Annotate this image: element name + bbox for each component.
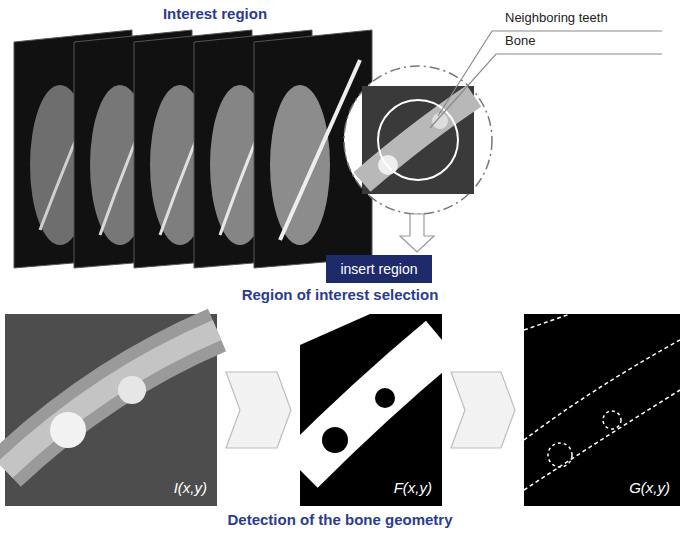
ct-slice-stack — [14, 30, 372, 268]
image-label: F(x,y) — [394, 479, 432, 496]
section-heading: Detection of the bone geometry — [0, 512, 680, 528]
magnified-region — [344, 66, 492, 214]
image-binary — [300, 314, 442, 506]
down-arrow — [400, 214, 434, 252]
title: Interest region — [0, 6, 430, 22]
image-label: G(x,y) — [629, 479, 670, 496]
section-heading: Region of interest selection — [0, 287, 680, 303]
image-original — [5, 314, 217, 506]
callout-label: Neighboring teeth — [505, 10, 608, 26]
callout-label: Bone — [505, 33, 535, 49]
process-box: insert region — [326, 255, 431, 283]
image-edges — [524, 314, 680, 506]
image-panel: G(x,y) — [524, 314, 680, 506]
image-panel: F(x,y) — [300, 314, 442, 506]
chevron-arrow — [451, 372, 515, 448]
leader-lines — [430, 31, 662, 128]
image-panel: I(x,y) — [5, 314, 217, 506]
image-label: I(x,y) — [174, 479, 207, 496]
box-label: insert region — [340, 260, 417, 278]
chevron-arrow — [226, 372, 291, 448]
